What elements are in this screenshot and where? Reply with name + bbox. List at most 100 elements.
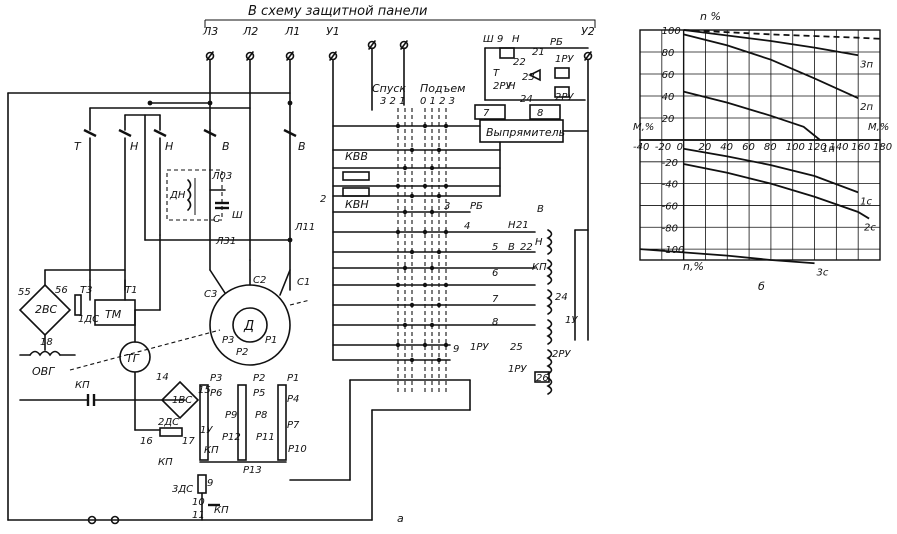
node-1ru-top: 1РУ: [555, 54, 574, 65]
controller-contact: [409, 147, 415, 153]
chart-x-tick-label: 0: [677, 142, 683, 153]
relay-kvn-label: КВН: [345, 198, 369, 211]
t3-label: Т3: [80, 285, 92, 296]
node-16: 16: [140, 436, 153, 447]
node-25: 26: [536, 373, 549, 384]
node-56: 56: [55, 285, 68, 296]
rectifier-label: Выпрямитель: [486, 126, 565, 139]
node-1ru: 1РУ: [470, 342, 489, 353]
node-2: 2: [320, 194, 326, 205]
node-v-top: Ш: [483, 34, 494, 45]
node-n-top: Н: [508, 81, 516, 92]
motor-p3: Р3: [222, 335, 234, 346]
c-label: С: [213, 214, 220, 225]
chart-x-tick-label: 100: [786, 142, 805, 153]
controller-contact: [395, 183, 401, 189]
controller-down-label: Спуск: [372, 82, 406, 95]
node-n-coil: Н: [535, 237, 543, 248]
chart-y-tick-label: -80: [662, 223, 678, 234]
controller-contact: [436, 302, 442, 308]
resistor-columns: Р3 Р2 Р1 Р6 Р5 Р4 Р9 Р8 Р7 Р12 Р11 Р10 Р…: [199, 373, 307, 476]
kp-bottom-label: КП: [214, 505, 229, 516]
controller-contact: [443, 282, 449, 288]
chart-series-line: [639, 248, 815, 265]
controller-contact: [395, 342, 401, 348]
controller-contact: [443, 183, 449, 189]
controller-contact: [422, 342, 428, 348]
chart-x-tick-label: 120: [808, 142, 827, 153]
chart-x-tick-label: 180: [873, 142, 892, 153]
chart-series-line: [683, 29, 859, 57]
controller-contact: [402, 265, 408, 271]
controller-contact: [436, 249, 442, 255]
controller-contact: [429, 209, 435, 215]
chart-series-label: 2с: [864, 223, 876, 234]
chart-x-tick-label: -40: [633, 142, 649, 153]
bus-label-l1: Л1: [284, 25, 300, 38]
x-label-left: М,%: [633, 122, 654, 133]
ovg-label: ОВГ: [32, 365, 55, 378]
motor-d: Д С1 С2 С3 Р1 Р2 Р3: [204, 259, 310, 366]
controller-contact: [443, 342, 449, 348]
node-n-ladder: Н: [508, 220, 516, 231]
node-24: 25: [510, 342, 523, 353]
node-14: 14: [156, 372, 169, 383]
node-1u: 1У: [200, 425, 213, 436]
y-label-top: n %: [700, 10, 721, 23]
controller-contact: [409, 193, 415, 199]
motor-label: Д: [243, 319, 254, 334]
node-55: 55: [18, 287, 31, 298]
res-p10: Р10: [288, 444, 307, 455]
chart-series-line: [683, 163, 870, 220]
res-p11: Р11: [256, 432, 275, 443]
caption-b: б: [758, 280, 765, 293]
chart-series-line: [683, 90, 821, 141]
node-22: 22: [520, 242, 533, 253]
node-2ru: 1РУ: [508, 364, 527, 375]
res-p12: Р12: [222, 432, 241, 443]
res-p9: Р9: [225, 410, 237, 421]
l31-label: Л31: [215, 236, 236, 247]
chart-y-tick-label: 40: [662, 92, 675, 103]
chart-series-label: 2п: [860, 102, 873, 113]
relay-kvv-label: КВВ: [345, 150, 368, 163]
controller-contact: [422, 183, 428, 189]
node-27: 8: [537, 108, 543, 119]
bridge-1vs-label: 1ВС: [172, 395, 192, 406]
chart-series-line: [683, 33, 859, 100]
node-10: 10: [192, 497, 205, 508]
node-1u-top: 2РУ: [493, 81, 512, 92]
motor-c1: С1: [297, 277, 310, 288]
chart-y-tick-label: 60: [662, 70, 675, 81]
l11-label: Л11: [294, 222, 315, 233]
chart-series-label: 1с: [860, 196, 872, 207]
chart-y-tick-label: -100: [662, 245, 685, 256]
controller-contact: [402, 209, 408, 215]
node-18: 18: [40, 337, 53, 348]
x-label-right: М,%: [868, 122, 889, 133]
motor-p2: Р2: [236, 347, 248, 358]
res-p7: Р7: [287, 420, 300, 431]
dc2-label: 2ДС: [158, 417, 179, 428]
node-rb-top: РБ: [550, 37, 563, 48]
relay-ladder: 3 РБ 4 Н 21 В 5 В 22 Н КП 6 7 24 8 1У 9 …: [444, 201, 589, 395]
res-p4: Р4: [287, 394, 299, 405]
controller-contact: [422, 123, 428, 129]
relay-cluster-top: Ш 9 Н РБ 21 22 1РУ 23 Т 2РУ Н 24 2РУ: [483, 34, 589, 105]
dn-label: ДН: [169, 190, 186, 201]
controller-contact: [422, 229, 428, 235]
dn-block: ДН Л03 С Ш: [166, 169, 243, 225]
bridge-2vs-label: 2ВС: [35, 303, 58, 316]
controller-contact: [429, 265, 435, 271]
chart-y-tick-label: 80: [662, 48, 675, 59]
controller-contact: [429, 322, 435, 328]
contact-group: Т Н Н В В: [74, 107, 306, 291]
node-26: 7: [483, 108, 490, 119]
schematic-a: В схему защитной панели Л3 Л2 Л1 У1 У2: [7, 4, 596, 525]
node-v-ladder: В: [537, 204, 544, 215]
controller-contact: [409, 357, 415, 363]
res-p2: Р2: [253, 373, 265, 384]
node-30: 22: [513, 57, 526, 68]
chart-x-tick-label: 40: [720, 142, 733, 153]
